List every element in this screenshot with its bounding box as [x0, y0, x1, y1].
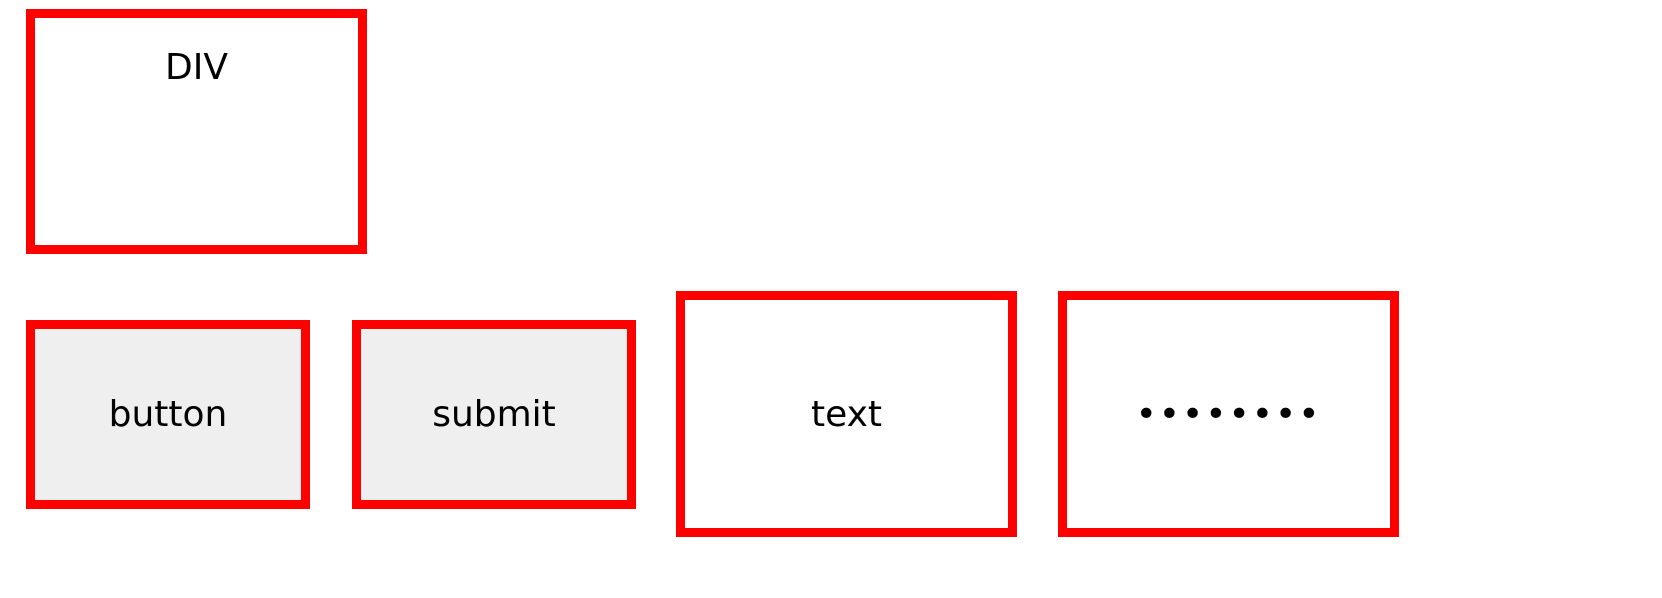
password-input[interactable] [1058, 291, 1399, 537]
button-control[interactable]: button [26, 320, 310, 509]
div-box: DIV [26, 9, 367, 254]
div-label: DIV [165, 47, 228, 88]
text-input[interactable] [676, 291, 1017, 537]
submit-button[interactable]: submit [352, 320, 636, 509]
